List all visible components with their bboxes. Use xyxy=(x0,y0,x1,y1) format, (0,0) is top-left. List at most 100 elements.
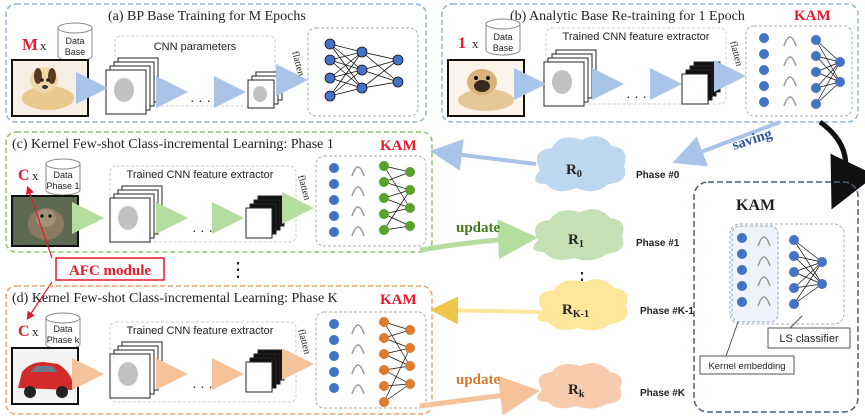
panel-a-flatten: flatten xyxy=(289,50,306,78)
update-label-2: update xyxy=(456,372,501,388)
ls-classifier-box xyxy=(767,327,851,349)
kam-detail: KAM LS classifier xyxy=(693,181,859,413)
panel-b-flatten: flatten xyxy=(727,40,744,68)
panel-a-params-label: CNN parameters xyxy=(154,41,237,53)
panel-a-database-icon: Data Base xyxy=(57,22,93,62)
panel-d-flatten: flatten xyxy=(295,328,312,356)
panel-a-frame xyxy=(5,3,427,123)
panel-c-multiplier: C xyxy=(18,167,30,184)
phase1-label: Phase #1 xyxy=(636,238,680,249)
panel-a-title: (a) BP Base Training for M Epochs xyxy=(108,9,306,24)
panel-d-arrows xyxy=(72,348,314,390)
update-arrow-2 xyxy=(419,375,540,416)
panel-c-kam-network xyxy=(329,161,415,237)
panel-a-db-line2: Base xyxy=(65,47,86,57)
rk1-label: RK-1 xyxy=(562,302,589,320)
panel-b-arrows xyxy=(514,60,746,100)
panel-a-arrows xyxy=(76,64,308,108)
panel-a-feature-stack-1 xyxy=(105,57,159,115)
panel-d-feature-stack-1 xyxy=(109,341,163,399)
memory-r0: R0 Phase #0 xyxy=(535,136,680,192)
curved-black-arrow xyxy=(818,119,865,210)
kernel-embedding-box xyxy=(699,355,795,375)
panel-a-multiplier: M xyxy=(22,35,38,54)
panel-c-kam: KAM xyxy=(380,138,417,154)
panel-a-network xyxy=(324,38,404,102)
kam-detail-inner-box xyxy=(729,223,845,325)
update-label-1: update xyxy=(456,220,501,236)
panel-d-extractor-label: Trained CNN feature extractor xyxy=(127,325,274,337)
memory-r1: R1 Phase #1 xyxy=(533,209,680,261)
panel-b-feature-stack-2 xyxy=(681,61,721,105)
panel-b-dots: · · · xyxy=(626,91,647,106)
panel-b-multiplier: 1 xyxy=(458,35,466,52)
kam-detail-network xyxy=(737,233,827,309)
panel-c-db-line1: Data xyxy=(53,170,72,180)
panel-d-database-icon: Data Phase k xyxy=(45,312,81,350)
panel-d-kam: KAM xyxy=(380,292,417,308)
panel-b-title: (b) Analytic Base Re-training for 1 Epoc… xyxy=(510,9,745,24)
panel-d-frame xyxy=(5,285,433,415)
panel-d-dots: · · · xyxy=(192,381,213,396)
dog-photo xyxy=(11,59,89,117)
panel-c-times: x xyxy=(32,168,39,183)
panel-c-arrows xyxy=(72,192,314,234)
panel-d-kam-network xyxy=(329,317,415,407)
memory-rk: Rk Phase #K xyxy=(537,363,686,409)
kernel-embedding-label: Kernel embedding xyxy=(708,361,785,372)
phase0-label: Phase #0 xyxy=(636,170,680,181)
panel-c-feature-stack-1 xyxy=(109,185,163,243)
panel-d-kam-box xyxy=(315,311,427,409)
ls-classifier-label: LS classifier xyxy=(779,333,839,345)
afc-module-label: AFC module xyxy=(69,263,151,279)
panel-b-db-line1: Data xyxy=(493,32,512,42)
saving-arrow xyxy=(672,120,781,167)
panel-d-multiplier: C xyxy=(18,323,30,340)
afc-module: AFC module xyxy=(25,185,165,320)
vertical-dots-left: ⋮ xyxy=(228,259,248,281)
phasek1-label: Phase #K-1 xyxy=(640,306,694,317)
memory-rk1: RK-1 Phase #K-1 xyxy=(537,279,694,331)
panel-d-feature-stack-2 xyxy=(245,349,285,393)
r1-label: R1 xyxy=(568,232,584,250)
panel-a-times: x xyxy=(40,38,47,53)
rk-label: Rk xyxy=(568,382,585,400)
panel-b-database-icon: Data Base xyxy=(485,18,521,56)
pug-photo xyxy=(447,59,525,117)
panel-c-database-icon: Data Phase 1 xyxy=(45,158,81,196)
rk1-to-panel-d-arrow xyxy=(430,296,541,325)
panel-b-db-line2: Base xyxy=(493,43,514,53)
panel-c-extractor-label: Trained CNN feature extractor xyxy=(127,169,274,181)
panel-d-title: (d) Kernel Few-shot Class-incremental Le… xyxy=(12,291,338,306)
panel-c-kam-box xyxy=(315,155,427,247)
panel-d-times: x xyxy=(32,324,39,339)
panel-a-db-line1: Data xyxy=(65,36,84,46)
panel-d: (d) Kernel Few-shot Class-incremental Le… xyxy=(5,285,433,415)
panel-b-feature-stack-1 xyxy=(543,49,597,107)
panel-a: (a) BP Base Training for M Epochs M x Da… xyxy=(5,3,427,123)
saving-label: saving xyxy=(730,126,774,154)
panel-a-feature-stack-2 xyxy=(247,71,283,109)
r0-to-panel-c-arrow xyxy=(430,139,537,171)
panel-a-network-box xyxy=(307,27,419,117)
panel-c-dots: · · · xyxy=(192,225,213,240)
kam-detail-title: KAM xyxy=(736,197,775,214)
panel-c: (c) Kernel Few-shot Class-incremental Le… xyxy=(5,131,433,253)
panel-c-frame xyxy=(5,131,433,253)
panel-c-flatten: flatten xyxy=(295,174,312,202)
panel-b-kam: KAM xyxy=(794,8,831,24)
panel-b: (b) Analytic Base Re-training for 1 Epoc… xyxy=(441,3,859,123)
panel-b-kam-network xyxy=(759,33,845,109)
r0-label: R0 xyxy=(566,162,582,180)
kam-detail-frame xyxy=(693,181,859,413)
update-arrow-1 xyxy=(419,219,538,260)
panel-b-frame xyxy=(441,3,859,123)
panel-b-kam-box xyxy=(745,25,853,117)
panel-a-dots: · · · xyxy=(190,95,211,110)
panel-c-feature-stack-2 xyxy=(245,195,285,239)
panel-c-title: (c) Kernel Few-shot Class-incremental Le… xyxy=(12,137,334,152)
panel-c-db-line2: Phase 1 xyxy=(46,181,79,191)
panel-d-db-line1: Data xyxy=(53,324,72,334)
panel-d-db-line2: Phase k xyxy=(47,335,80,345)
